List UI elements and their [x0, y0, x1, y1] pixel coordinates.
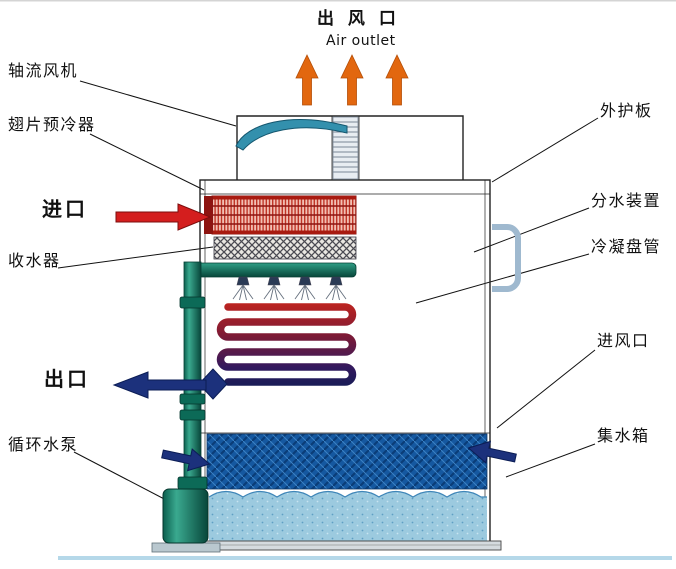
ground-strip — [58, 556, 672, 560]
leader-condensing-coil — [415, 253, 590, 304]
label-air-outlet-en: Air outlet — [326, 33, 396, 49]
label-inlet: 进口 — [42, 197, 88, 221]
air-outlet-arrow-3 — [385, 54, 409, 106]
basin-water-surface — [208, 490, 487, 498]
label-outlet: 出口 — [44, 367, 90, 391]
spray-header-pipe — [185, 262, 357, 278]
circulating-pump — [151, 488, 221, 553]
air-inlet-arrow-left — [161, 448, 211, 472]
air-outlet-arrow-1 — [295, 54, 319, 106]
label-water-distributor: 分水装置 — [591, 191, 662, 210]
label-axial-fan: 轴流风机 — [8, 61, 79, 80]
base-frame — [194, 540, 502, 551]
leader-water-tank — [505, 443, 596, 478]
leader-circulating-pump — [73, 451, 171, 503]
leader-air-inlet — [496, 349, 596, 429]
air-inlet-arrow-right — [467, 440, 517, 464]
drift-eliminator — [213, 236, 357, 260]
inlet-arrow — [115, 203, 212, 231]
label-air-outlet-cn: 出 风 口 — [317, 9, 400, 29]
riser-pipe — [177, 261, 208, 544]
label-fin-precooler: 翅片预冷器 — [8, 115, 96, 134]
label-water-collector: 收水器 — [8, 251, 61, 270]
basin-water — [209, 491, 487, 541]
fan-blade — [235, 119, 348, 151]
fill-media — [206, 433, 488, 490]
leader-water-distributor — [473, 207, 590, 253]
fin-precooler-coil — [204, 195, 357, 235]
leader-fin-precooler — [89, 133, 205, 191]
top-border-line — [0, 0, 676, 2]
leader-axial-fan — [79, 80, 237, 127]
label-air-inlet: 进风口 — [597, 331, 650, 350]
outlet-valve — [198, 368, 228, 400]
outlet-arrow — [112, 371, 207, 399]
condensing-coil — [216, 303, 357, 386]
label-outer-panel: 外护板 — [600, 101, 653, 120]
air-outlet-arrow-2 — [340, 54, 364, 106]
spray-nozzles — [232, 276, 347, 301]
label-circulating-pump: 循环水泵 — [8, 435, 79, 454]
leader-lines — [57, 80, 599, 503]
leader-outer-panel — [491, 117, 599, 183]
leader-water-collector — [57, 246, 214, 269]
label-water-tank: 集水箱 — [597, 426, 650, 445]
label-condensing-coil: 冷凝盘管 — [591, 237, 662, 256]
air-outlet-arrows — [295, 54, 409, 106]
side-handle-pipe — [492, 224, 521, 292]
